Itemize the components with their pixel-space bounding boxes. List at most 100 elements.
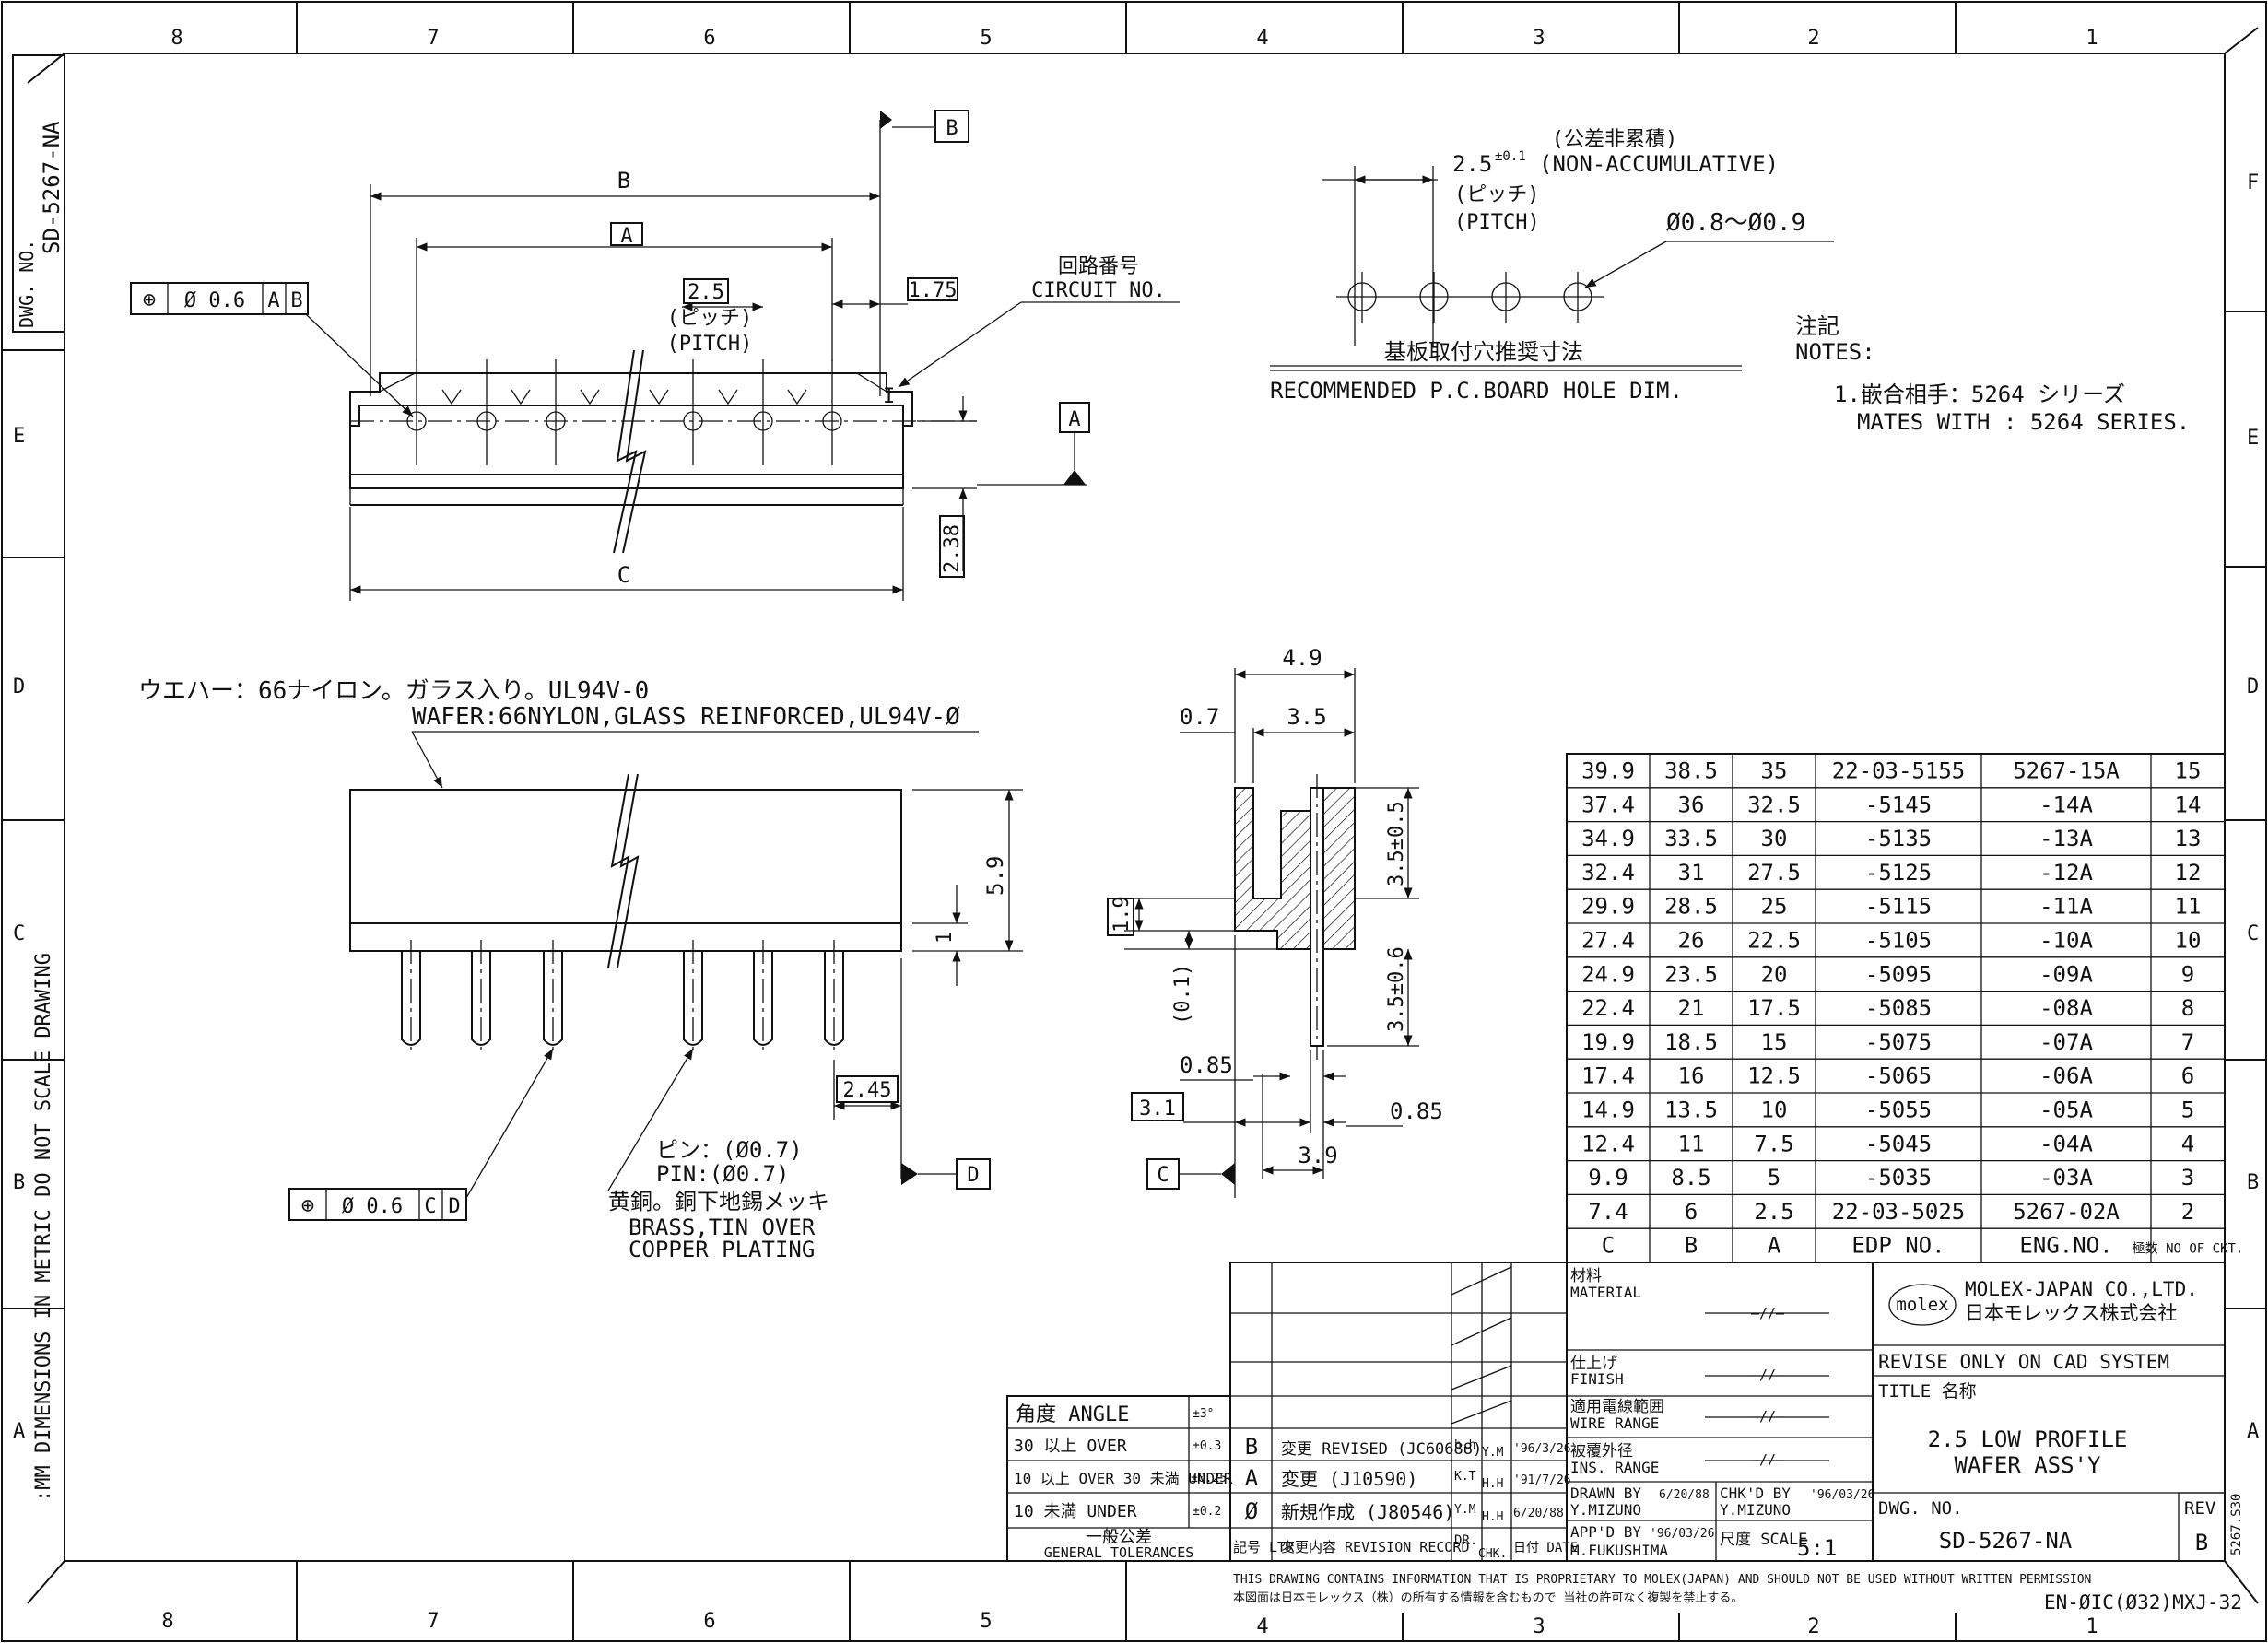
table-cell: 10 bbox=[2175, 927, 2202, 953]
material-en: MATERIAL bbox=[1570, 1284, 1641, 1301]
circuit-en: CIRCUIT NO. bbox=[1031, 279, 1166, 302]
table-cell: 27.5 bbox=[1747, 860, 1801, 886]
dim-19: 1.9 bbox=[1110, 896, 1134, 933]
table-cell: -5115 bbox=[1865, 894, 1932, 920]
scale-label: 尺度 SCALE bbox=[1720, 1531, 1807, 1549]
scale-value: 5:1 bbox=[1797, 1535, 1837, 1561]
tol-row3-value: ±0.2 bbox=[1193, 1505, 1221, 1519]
table-cell: 33.5 bbox=[1664, 826, 1718, 851]
pcb-hole-dim: Ø0.8～Ø0.9 bbox=[1666, 209, 1805, 237]
row-label-b-left: B bbox=[13, 1171, 25, 1194]
notes-title-jp: 注記 bbox=[1795, 313, 1839, 339]
table-cell: 37.4 bbox=[1581, 792, 1635, 817]
table-cell: 5 bbox=[1768, 1165, 1780, 1191]
table-cell: -06A bbox=[2039, 1063, 2093, 1089]
col-label-4-bottom: 4 bbox=[1256, 1615, 1268, 1638]
row-label-f-right: F bbox=[2247, 171, 2259, 194]
table-cell: -5105 bbox=[1865, 927, 1932, 953]
molex-logo-text: molex bbox=[1896, 1295, 1948, 1315]
table-cell: 31 bbox=[1678, 860, 1705, 886]
rev-footer-record: 変更内容 REVISION RECORD bbox=[1281, 1539, 1470, 1555]
table-cell: 26 bbox=[1678, 927, 1705, 953]
rev-footer-dr: DR. bbox=[1454, 1533, 1477, 1548]
dim-39: 3.9 bbox=[1298, 1143, 1337, 1168]
material-value: —//— bbox=[1751, 1305, 1785, 1321]
rev-value: B bbox=[2195, 1530, 2208, 1555]
rev-a-date: '91/7/26 bbox=[1513, 1473, 1571, 1487]
finish-en: FINISH bbox=[1570, 1370, 1624, 1388]
dim-35: 3.5 bbox=[1287, 704, 1326, 730]
dim-35-05: 3.5±0.5 bbox=[1385, 801, 1408, 886]
tol-angle-value: ±3° bbox=[1193, 1407, 1214, 1421]
wire-range-jp: 適用電線範囲 bbox=[1570, 1398, 1664, 1416]
circuit-jp: 回路番号 bbox=[1058, 255, 1139, 278]
table-cell: 11 bbox=[1678, 1131, 1705, 1156]
table-cell: 15 bbox=[2175, 757, 2202, 783]
table-cell: 13 bbox=[2175, 826, 2202, 851]
table-cell: 15 bbox=[1761, 1029, 1788, 1055]
rev-0-dr: Y.M bbox=[1454, 1503, 1476, 1517]
table-cell: -5085 bbox=[1865, 995, 1932, 1021]
table-cell: -13A bbox=[2039, 826, 2093, 851]
table-cell: 18.5 bbox=[1664, 1029, 1718, 1055]
table-cell: 9.9 bbox=[1588, 1165, 1628, 1191]
dim-35-06: 3.5±0.6 bbox=[1385, 946, 1408, 1032]
table-cell: 3 bbox=[2181, 1165, 2194, 1191]
table-cell: 2.5 bbox=[1754, 1199, 1793, 1225]
table-cell: 32.5 bbox=[1747, 792, 1801, 817]
tol-row2-value: ±0.25 bbox=[1191, 1472, 1227, 1485]
table-cell: -03A bbox=[2039, 1165, 2093, 1191]
row-label-d-right: D bbox=[2247, 675, 2259, 698]
dim-085b: 0.85 bbox=[1390, 1098, 1443, 1124]
table-cell: 8.5 bbox=[1671, 1165, 1710, 1191]
col-label-5-bottom: 5 bbox=[980, 1610, 992, 1633]
table-cell: -08A bbox=[2039, 995, 2093, 1021]
rev-footer-date: 日付 DATE bbox=[1513, 1541, 1578, 1555]
col-label-5-top: 5 bbox=[980, 27, 992, 50]
rev-b-dr: h.h bbox=[1454, 1438, 1475, 1452]
table-cell: 9 bbox=[2181, 961, 2194, 987]
top-view: B B A 2.5 (ピッチ) (PITCH) 1.75 回路番号 CIRCUI… bbox=[130, 110, 1180, 601]
plating-en1: BRASS,TIN OVER bbox=[629, 1215, 816, 1240]
table-cell: -5055 bbox=[1865, 1097, 1932, 1122]
table-cell: -14A bbox=[2039, 792, 2093, 817]
pitch-jp: (ピッチ) bbox=[667, 307, 753, 330]
dwg-no-value: SD-5267-NA bbox=[1939, 1528, 2073, 1554]
appd-by-name: M.FUKUSHIMA bbox=[1570, 1542, 1668, 1559]
table-cell: 12.5 bbox=[1747, 1063, 1801, 1089]
dim-07: 0.7 bbox=[1180, 704, 1219, 730]
table-cell: -5125 bbox=[1865, 860, 1932, 886]
table-cell: 32.4 bbox=[1581, 860, 1635, 886]
dim-238: 2.38 bbox=[941, 524, 964, 573]
wire-range-value: —//— bbox=[1751, 1408, 1785, 1425]
table-cell: 4 bbox=[2181, 1131, 2194, 1156]
finish-value: —//— bbox=[1751, 1367, 1785, 1383]
rev-b-date: '96/3/26 bbox=[1513, 1442, 1571, 1456]
table-cell: 25 bbox=[1761, 894, 1788, 920]
table-cell: 30 bbox=[1761, 826, 1788, 851]
table-header-cell: 極数 NO OF CKT. bbox=[2133, 1242, 2244, 1257]
table-header-cell: B bbox=[1685, 1233, 1698, 1259]
ins-range-value: —//— bbox=[1751, 1451, 1785, 1468]
material-jp: 材料 bbox=[1570, 1267, 1602, 1285]
ins-range-en: INS. RANGE bbox=[1570, 1459, 1659, 1476]
position-tolerance-frame-bottom: ⊕ Ø 0.6 C D bbox=[288, 1048, 554, 1221]
table-cell: 12 bbox=[2175, 860, 2202, 886]
tol-row3-label: 10 未満 UNDER bbox=[1014, 1502, 1137, 1521]
wire-range-en: WIRE RANGE bbox=[1570, 1414, 1659, 1432]
table-cell: 22-03-5155 bbox=[1832, 757, 1966, 783]
notes-item1-jp: 1.嵌合相手：5264 シリーズ bbox=[1834, 381, 2125, 407]
company-jp: 日本モレックス株式会社 bbox=[1965, 1302, 2177, 1324]
finish-jp: 仕上げ bbox=[1570, 1355, 1617, 1373]
col-label-7-top: 7 bbox=[427, 27, 439, 50]
pin-jp: ピン：(Ø0.7) bbox=[656, 1137, 803, 1163]
fcf-top-tol: Ø 0.6 bbox=[184, 289, 245, 312]
pitch-en: (PITCH) bbox=[667, 333, 753, 356]
pcb-pitch-dim: 2.5 bbox=[1452, 151, 1492, 177]
table-cell: -5095 bbox=[1865, 961, 1932, 987]
dim-c-label: C bbox=[617, 562, 630, 588]
table-cell: 12.4 bbox=[1581, 1131, 1635, 1156]
dim-b-label: B bbox=[617, 168, 630, 194]
